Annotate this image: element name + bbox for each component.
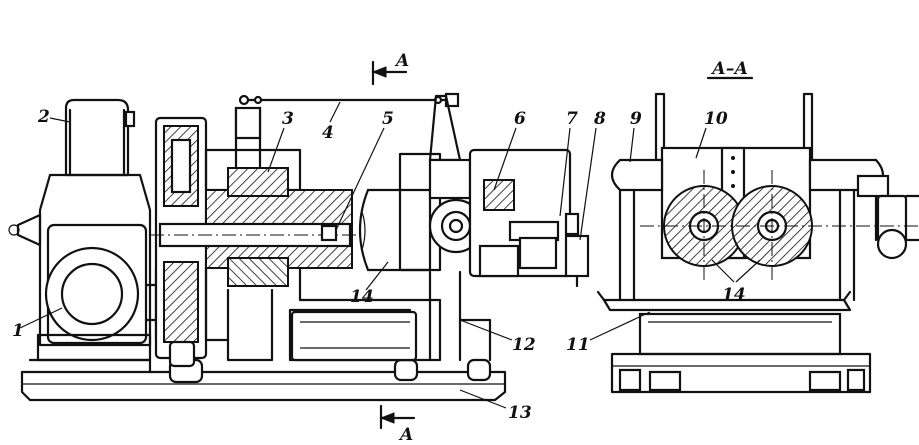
callout-14-section: 14 <box>711 259 761 305</box>
callout-14-side-label: 14 <box>350 287 374 307</box>
gear-reducer-housing <box>64 98 136 177</box>
callout-12: 12 <box>459 319 536 355</box>
callout-9: 9 <box>629 109 642 163</box>
callout-8: 8 <box>579 109 606 241</box>
callout-11-label: 11 <box>566 335 590 355</box>
callout-1-label: 1 <box>12 321 24 341</box>
callout-13: 13 <box>459 389 532 423</box>
callout-6: 6 <box>493 109 526 191</box>
callout-14-section-label: 14 <box>722 285 746 305</box>
callout-5-label: 5 <box>382 109 394 129</box>
section-marker-bottom-label: A <box>398 425 413 445</box>
callout-4: 4 <box>322 101 341 143</box>
callout-6-label: 6 <box>514 109 526 129</box>
callout-3: 3 <box>267 109 294 173</box>
section-marker-top-label: A <box>394 51 409 71</box>
callout-4-label: 4 <box>322 123 334 143</box>
base-frame <box>20 358 507 402</box>
control-rod <box>238 92 460 108</box>
roll-cylinder <box>358 188 432 272</box>
callout-13-label: 13 <box>508 403 532 423</box>
callout-2: 2 <box>37 107 71 127</box>
section-marker-top: A <box>371 51 409 86</box>
callout-7-label: 7 <box>566 109 578 129</box>
electric-motor <box>8 173 170 362</box>
support-stand <box>288 266 492 362</box>
gearbox-body <box>150 106 370 362</box>
callout-5: 5 <box>335 109 394 231</box>
callout-14-side: 14 <box>350 261 389 307</box>
callout-9-label: 9 <box>630 109 642 129</box>
roller-stand <box>398 94 590 288</box>
callout-8-label: 8 <box>593 109 606 129</box>
callout-1: 1 <box>12 307 63 341</box>
section-title: А–А <box>710 59 748 79</box>
section-marker-bottom: A <box>379 404 416 445</box>
callout-7: 7 <box>559 109 578 217</box>
callout-10: 10 <box>695 109 728 159</box>
callout-12-label: 12 <box>512 335 536 355</box>
callout-11: 11 <box>566 311 651 355</box>
callout-2-label: 2 <box>37 107 50 127</box>
section-view <box>596 92 919 394</box>
callout-3-label: 3 <box>282 109 294 129</box>
callout-10-label: 10 <box>704 109 728 129</box>
